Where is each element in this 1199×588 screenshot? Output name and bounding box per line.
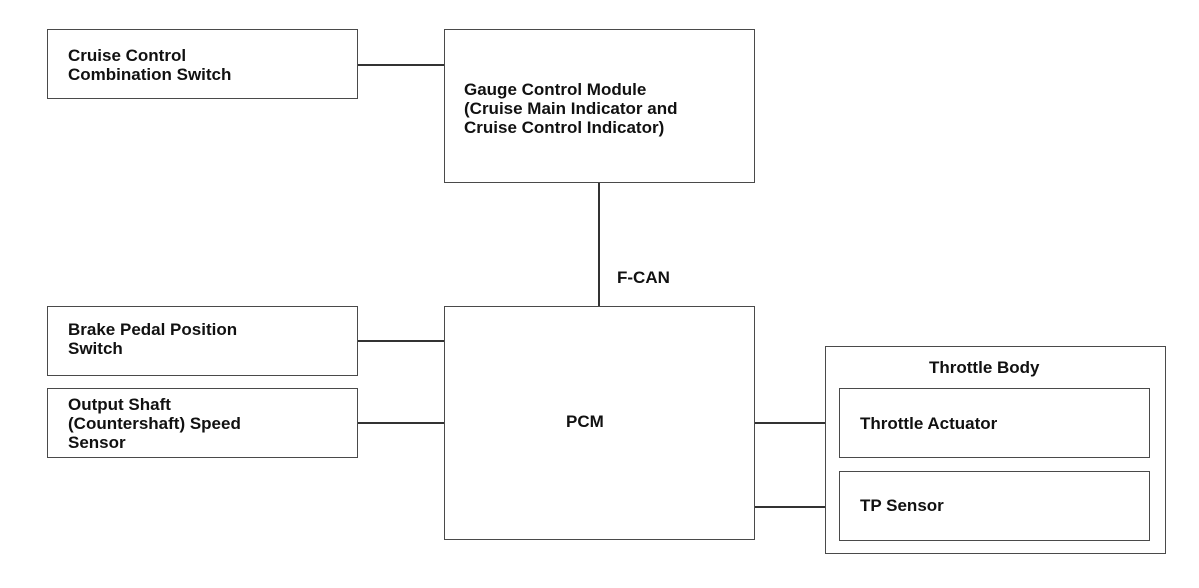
link-fcan-bus [598, 182, 600, 307]
link-pcm-throttle-actuator [754, 422, 840, 424]
output-shaft-sensor-label: Output Shaft (Countershaft) Speed Sensor [68, 395, 241, 452]
cruise-control-switch-label: Cruise Control Combination Switch [68, 46, 232, 84]
gauge-control-module-label: Gauge Control Module (Cruise Main Indica… [464, 80, 678, 137]
tp-sensor-label: TP Sensor [860, 496, 944, 515]
pcm-label: PCM [566, 412, 604, 431]
throttle-actuator-label: Throttle Actuator [860, 414, 998, 433]
gauge-control-module-box [444, 29, 755, 183]
link-pcm-tp-sensor [754, 506, 840, 508]
link-cruise-switch-gauge [357, 64, 445, 66]
throttle-body-label: Throttle Body [929, 358, 1040, 377]
pcm-box [444, 306, 755, 540]
brake-pedal-switch-label: Brake Pedal Position Switch [68, 320, 238, 358]
tp-sensor-box [839, 471, 1150, 541]
link-output-shaft-pcm [357, 422, 445, 424]
fcan-label: F-CAN [617, 268, 670, 287]
output-shaft-sensor-box [47, 388, 358, 458]
link-brake-switch-pcm [357, 340, 445, 342]
cruise-control-switch-box [47, 29, 358, 99]
throttle-actuator-box [839, 388, 1150, 458]
brake-pedal-switch-box [47, 306, 358, 376]
